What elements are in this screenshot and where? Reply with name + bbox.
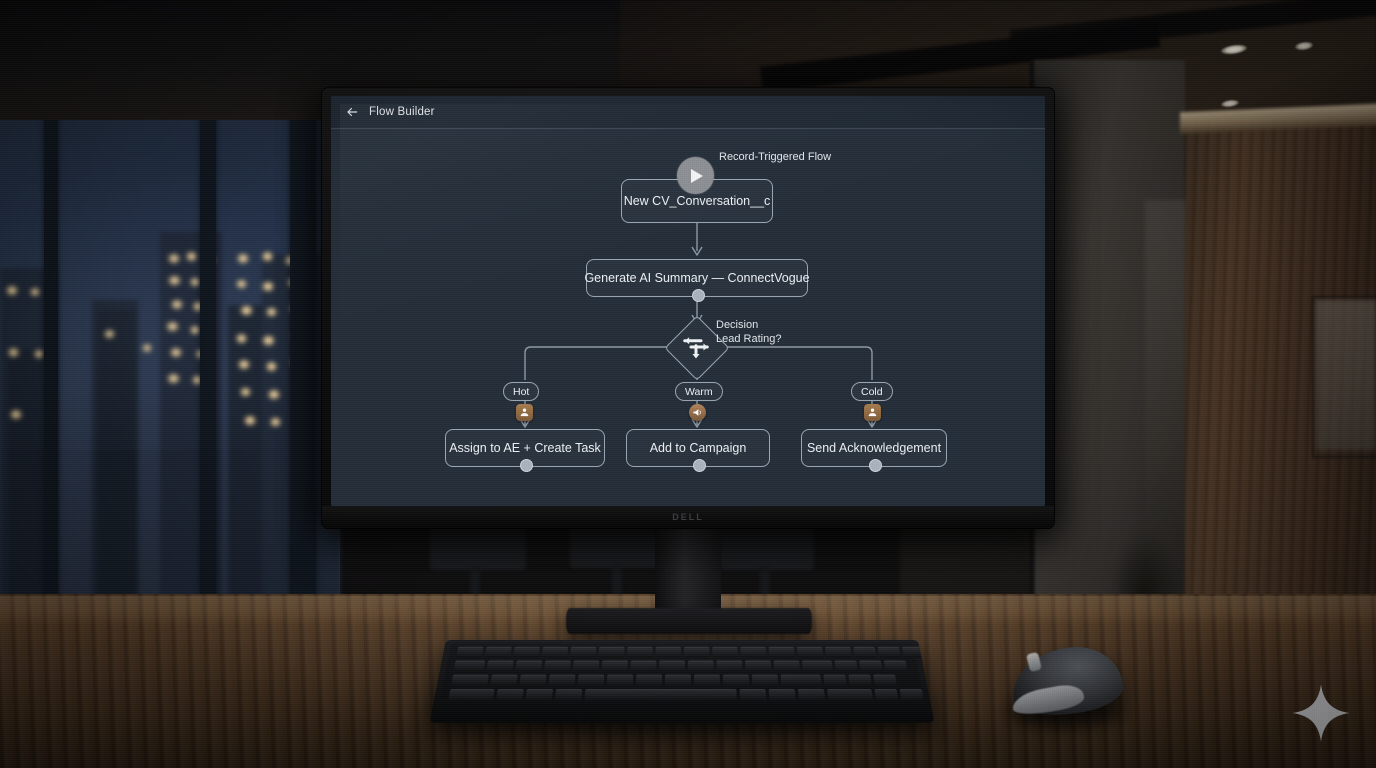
assign-user-icon [516,404,533,421]
flow-node-send-acknowledgement[interactable]: Send Acknowledgement [801,429,947,472]
page-title: Flow Builder [369,106,435,118]
flow-node-trigger[interactable]: New CV_Conversation__c [621,179,773,223]
decision-branch-icon [683,337,709,359]
flow-node-assign-to-ae[interactable]: Assign to AE + Create Task [445,429,605,472]
megaphone-icon [689,404,706,421]
decision-label: Decision Lead Rating? [716,319,781,346]
window-mullion [200,0,216,640]
branch-node-label: Add to Campaign [649,441,747,455]
node-connector-handle[interactable] [519,459,533,472]
monitor-chin: DELL [322,506,1054,528]
branch-node-label: Assign to AE + Create Task [449,441,601,455]
flow-builder-app: Flow Builder [331,96,1045,506]
play-triangle [691,168,703,183]
branch-pill-hot[interactable]: Hot [503,382,540,401]
monitor-screen: Flow Builder [331,96,1045,506]
flow-node-action-ai-summary[interactable]: Generate AI Summary — ConnectVogue [584,259,810,302]
branch-node-label: Send Acknowledgement [806,441,942,455]
dell-monitor: Flow Builder [322,88,1054,528]
play-icon[interactable] [677,157,714,194]
monitor-brand-logo: DELL [672,512,704,522]
trigger-node-label: New CV_Conversation__c [623,194,771,208]
app-header: Flow Builder [331,96,1045,129]
wall-artwork [1316,300,1376,450]
node-connector-handle[interactable] [868,459,882,472]
assign-user-icon [864,404,881,421]
wall-artwork-frame [1312,296,1376,458]
decision-label-line2: Lead Rating? [716,332,782,345]
flow-node-add-to-campaign[interactable]: Add to Campaign [626,429,770,472]
window-mullion [44,0,58,640]
decision-label-line1: Decision [716,319,759,331]
mechanical-keyboard[interactable] [429,639,935,723]
back-arrow-icon[interactable] [345,105,359,119]
monitor-stand-neck [655,524,721,614]
branch-pill-warm[interactable]: Warm [675,382,723,401]
flow-canvas[interactable]: New CV_Conversation__c Record-Triggered … [331,129,1045,506]
trigger-type-label: Record-Triggered Flow [719,151,832,163]
sparkle-icon [1292,684,1350,742]
action-node-label: Generate AI Summary — ConnectVogue [584,271,810,285]
monitor-stand-base [566,608,812,634]
node-connector-handle[interactable] [692,459,706,472]
branch-pill-cold[interactable]: Cold [851,382,893,401]
node-connector-handle[interactable] [691,289,705,302]
